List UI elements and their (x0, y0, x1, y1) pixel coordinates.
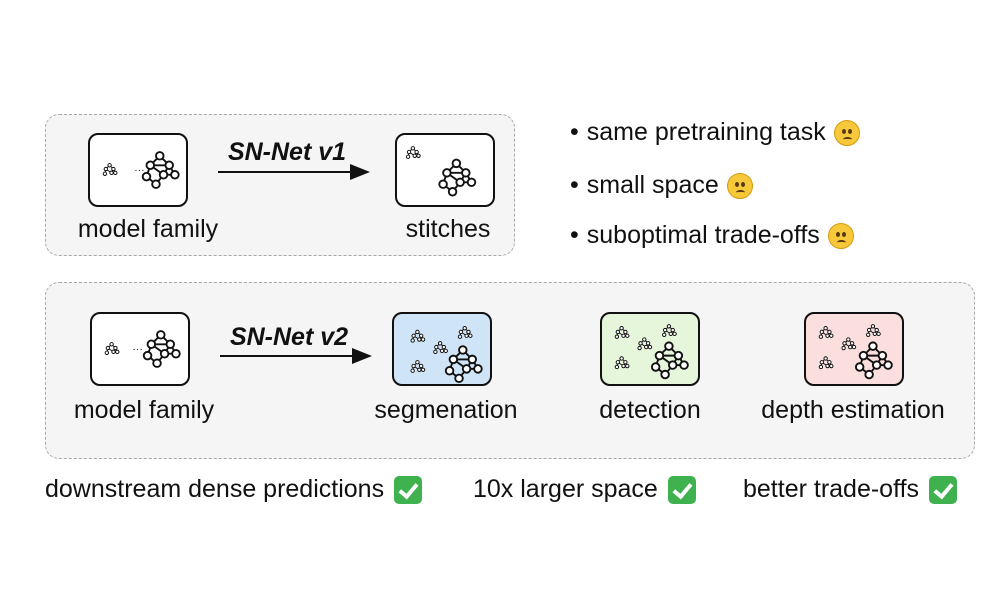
segmentation-label: segmenation (374, 396, 518, 424)
v2-arrow-icon (220, 348, 372, 364)
check-mark-icon (394, 475, 423, 504)
v2-model-family-label: model family (73, 396, 215, 424)
v2-arrow-label: SN-Net v2 (229, 323, 349, 351)
bottom-larger-space: 10x larger space (473, 475, 696, 504)
bottom-text: better trade-offs (743, 475, 920, 503)
bullet-text: small space (586, 171, 719, 199)
segmentation-network-icon (410, 326, 483, 384)
bullet-dot: • (570, 221, 579, 249)
bullet-text: same pretraining task (586, 118, 826, 146)
bullet-small-space: • small space (570, 171, 753, 200)
check-mark-icon (667, 475, 696, 504)
detection-network-icon (614, 324, 689, 380)
segmentation-box (392, 312, 492, 386)
v1-arrow-icon (218, 164, 370, 180)
v1-arrow-label: SN-Net v1 (227, 138, 347, 166)
check-mark-icon (929, 475, 958, 504)
v2-model-family-box: ··· (90, 312, 190, 386)
bullet-same-pretraining: • same pretraining task (570, 118, 860, 147)
slightly-frowning-face-icon (827, 222, 854, 249)
bullet-dot: • (570, 171, 579, 199)
detection-box (600, 312, 700, 386)
depth-estimation-network-icon (818, 324, 893, 380)
detection-label: detection (599, 396, 701, 424)
bottom-better-tradeoffs: better trade-offs (743, 475, 958, 504)
thinking-face-icon (726, 172, 753, 199)
bullet-text: suboptimal trade-offs (586, 221, 820, 249)
bullet-suboptimal: • suboptimal trade-offs (570, 221, 854, 250)
depth-estimation-box (804, 312, 904, 386)
v1-stitches-box (395, 133, 495, 207)
bullet-dot: • (570, 118, 579, 146)
depth-estimation-label: depth estimation (761, 396, 945, 424)
model-family-network-icon: ··· (104, 330, 181, 368)
v1-model-family-box: ··· (88, 133, 188, 207)
bottom-text: 10x larger space (473, 475, 658, 503)
bottom-dense-predictions: downstream dense predictions (45, 475, 423, 504)
v1-model-family-label: model family (77, 215, 219, 243)
ellipsis-text: ··· (132, 344, 142, 355)
v1-stitches-label: stitches (405, 215, 491, 243)
model-family-network-icon: ··· (102, 151, 180, 189)
ellipsis-text: ··· (134, 165, 144, 176)
stitches-network-icon (405, 146, 477, 197)
bottom-text: downstream dense predictions (45, 475, 385, 503)
face-with-monocle-icon (833, 119, 860, 146)
